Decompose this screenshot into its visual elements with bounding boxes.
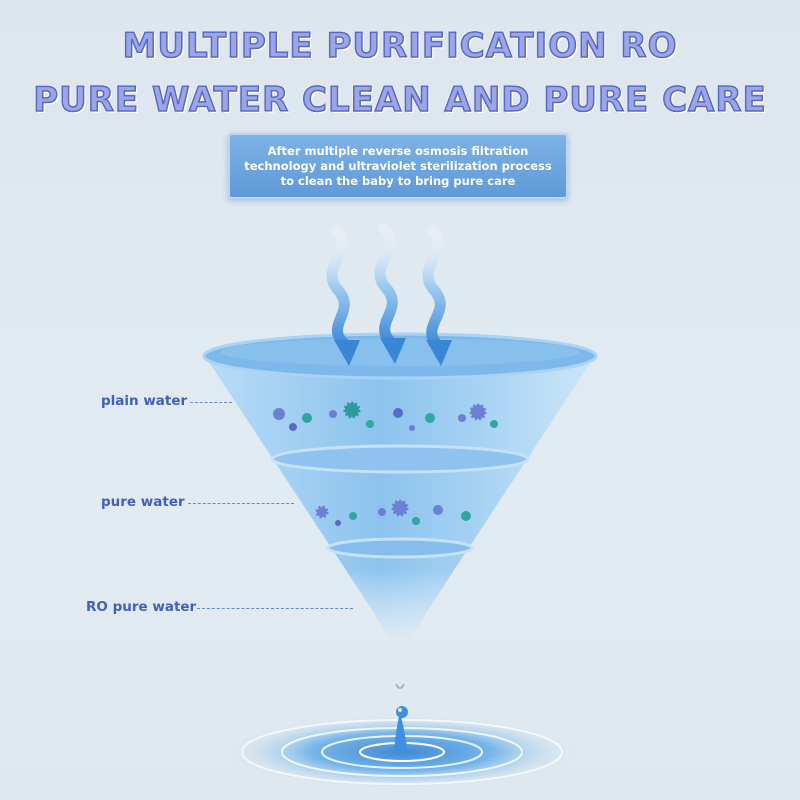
description-banner: After multiple reverse osmosis filtratio… (228, 133, 568, 199)
headline-line-1: MULTIPLE PURIFICATION RO (122, 25, 678, 67)
leader-line (197, 608, 353, 609)
wavy-arrow-icon (326, 222, 446, 351)
water-ripple-illustration (222, 706, 582, 790)
description-text: After multiple reverse osmosis filtratio… (244, 143, 552, 188)
bacteria-icon (315, 499, 471, 526)
water-droplet-icon (395, 683, 405, 689)
label-ro-pure-water: RO pure water (86, 599, 197, 615)
leader-line (190, 402, 232, 403)
label-pure-water: pure water (101, 494, 185, 510)
headline-line-2: PURE WATER CLEAN AND PURE CARE (32, 79, 767, 121)
leader-line (188, 503, 294, 504)
label-plain-water: plain water (101, 393, 188, 409)
bacteria-icon (273, 401, 498, 431)
